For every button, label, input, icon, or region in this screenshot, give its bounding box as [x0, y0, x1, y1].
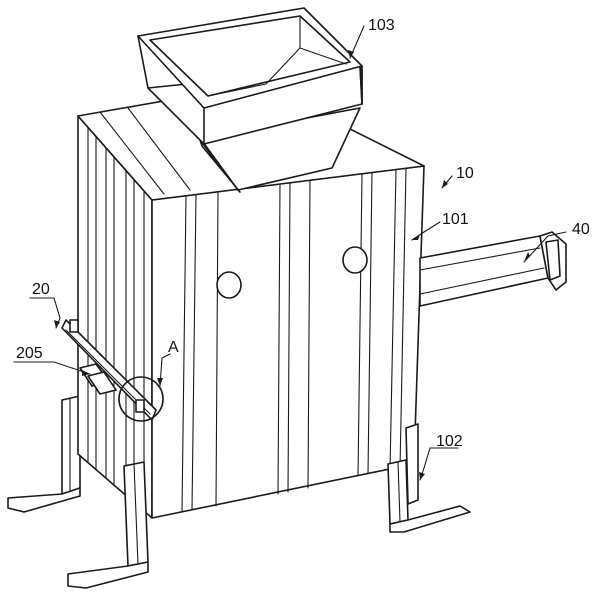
label-102: 102	[436, 433, 463, 450]
label-20: 20	[32, 281, 50, 298]
side-bar-assembly	[61, 319, 157, 421]
label-205: 205	[16, 345, 43, 362]
front-left-leg	[67, 461, 149, 589]
front-hole-left	[216, 271, 242, 299]
label-101: 101	[442, 211, 469, 228]
main-body-front-face	[151, 165, 425, 519]
front-right-leg	[387, 423, 471, 533]
feed-hopper	[137, 7, 363, 193]
detail-circle-a	[118, 376, 164, 422]
rear-left-leg	[7, 395, 81, 513]
label-40: 40	[572, 221, 590, 238]
label-a: A	[168, 339, 179, 356]
label-10: 10	[456, 165, 474, 182]
label-103: 103	[368, 17, 395, 34]
front-hole-right	[342, 246, 368, 274]
discharge-chute	[419, 231, 567, 307]
